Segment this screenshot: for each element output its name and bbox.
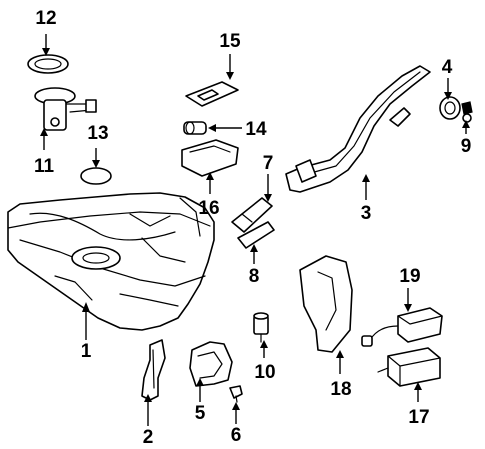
fuel-tank bbox=[7, 192, 215, 331]
fuel-pump-module bbox=[34, 87, 97, 131]
fuel-filter bbox=[253, 312, 269, 343]
callout-8: 8 bbox=[249, 266, 260, 287]
callout-10: 10 bbox=[254, 362, 275, 383]
callout-11: 11 bbox=[34, 156, 55, 177]
gasket bbox=[80, 167, 112, 185]
filler-pipe bbox=[285, 65, 431, 193]
callout-17: 17 bbox=[408, 407, 429, 428]
tank-strap-bracket bbox=[141, 339, 166, 401]
filler-hose-upper bbox=[231, 197, 273, 233]
lock-ring bbox=[27, 54, 69, 74]
callout-4: 4 bbox=[442, 57, 453, 78]
callout-14: 14 bbox=[245, 119, 267, 140]
relay-with-connector bbox=[361, 307, 443, 347]
callout-7: 7 bbox=[263, 153, 274, 174]
callout-2: 2 bbox=[143, 427, 154, 448]
callout-18: 18 bbox=[330, 379, 351, 400]
callout-3: 3 bbox=[361, 203, 372, 224]
callout-1: 1 bbox=[81, 341, 92, 362]
callout-12: 12 bbox=[35, 8, 56, 29]
callout-labels: 1 2 3 4 5 6 7 8 9 10 11 12 13 14 15 16 1… bbox=[34, 8, 471, 448]
filler-hose-lower bbox=[237, 221, 275, 249]
hose-clamp bbox=[461, 101, 473, 123]
leader-lines bbox=[40, 34, 470, 426]
access-cover bbox=[185, 81, 239, 107]
callout-19: 19 bbox=[399, 266, 420, 287]
pump-bracket bbox=[181, 139, 239, 177]
fuel-level-sender bbox=[183, 121, 207, 135]
callout-16: 16 bbox=[198, 198, 219, 219]
bolt bbox=[229, 385, 243, 403]
callout-15: 15 bbox=[219, 31, 241, 52]
filler-neck-ring bbox=[439, 96, 461, 120]
callout-13: 13 bbox=[87, 123, 108, 144]
control-module bbox=[377, 347, 441, 387]
heat-shield bbox=[189, 341, 233, 387]
callout-5: 5 bbox=[195, 403, 206, 424]
callout-6: 6 bbox=[231, 425, 242, 446]
mounting-bracket bbox=[299, 255, 353, 353]
callout-9: 9 bbox=[461, 136, 472, 157]
